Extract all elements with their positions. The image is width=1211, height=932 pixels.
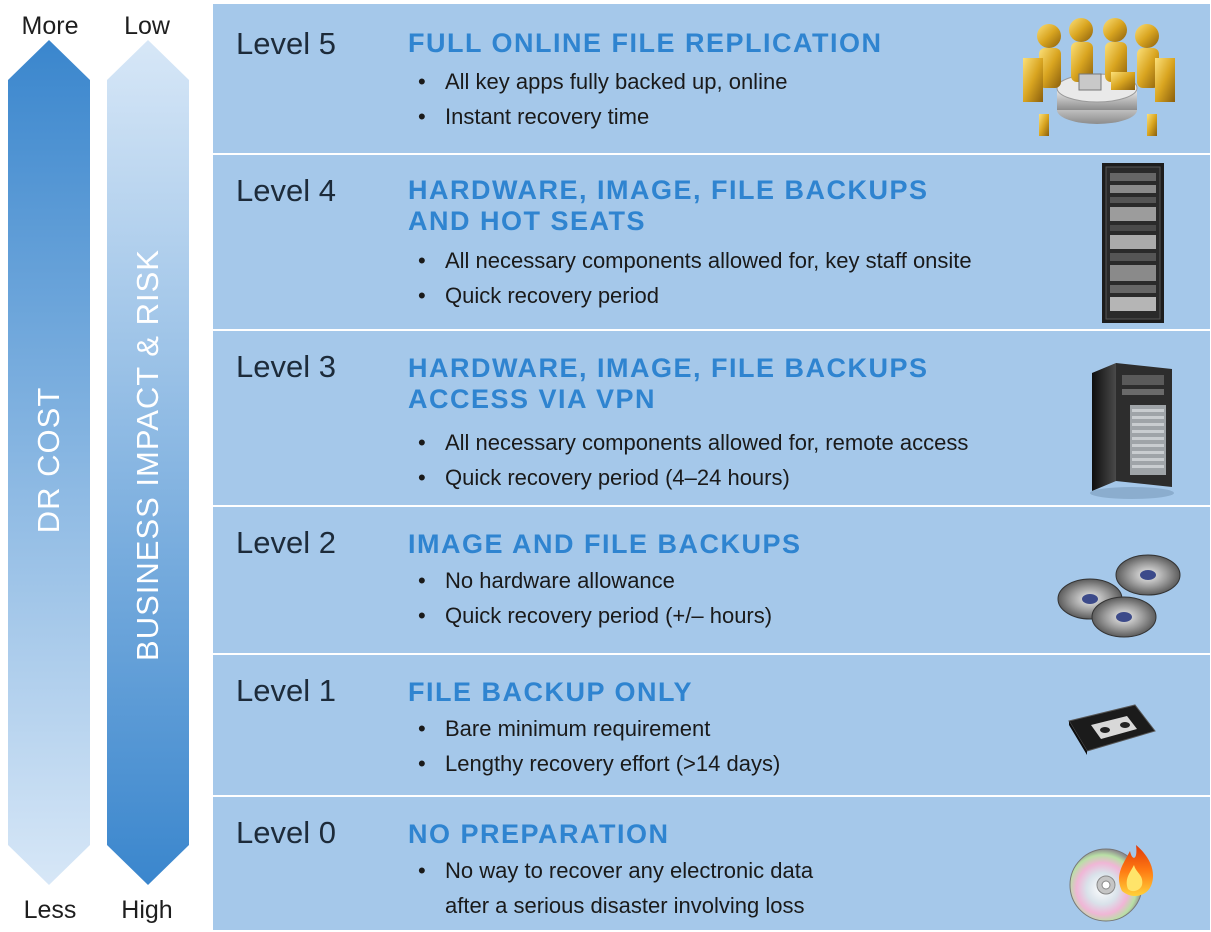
server-rack-icon [1102, 163, 1164, 323]
business-risk-label: BUSINESS IMPACT & RISK [130, 249, 165, 661]
divider [213, 795, 1210, 797]
level-1-title: FILE BACKUP ONLY [408, 677, 694, 707]
list-item: No way to recover any electronic data [418, 853, 813, 888]
level-4-label: Level 4 [236, 173, 336, 208]
list-item: Quick recovery period (+/– hours) [418, 598, 772, 633]
level-4-row: Level 4 HARDWARE, IMAGE, FILE BACKUPS AN… [213, 155, 1210, 329]
list-item: Lengthy recovery effort (>14 days) [418, 746, 780, 781]
level-2-bullets: No hardware allowance Quick recovery per… [418, 563, 772, 633]
list-item: All necessary components allowed for, re… [418, 425, 968, 460]
divider [213, 653, 1210, 655]
level-3-label: Level 3 [236, 349, 336, 384]
divider [213, 505, 1210, 507]
level-5-bullets: All key apps fully backed up, online Ins… [418, 64, 787, 134]
business-risk-arrow [107, 40, 189, 885]
level-2-row: Level 2 IMAGE AND FILE BACKUPS No hardwa… [213, 507, 1210, 653]
list-item: Quick recovery period (4–24 hours) [418, 460, 968, 495]
level-4-bullets: All necessary components allowed for, ke… [418, 243, 972, 313]
level-5-title: FULL ONLINE FILE REPLICATION [408, 28, 883, 58]
list-item: Quick recovery period [418, 278, 972, 313]
list-item: after a serious disaster involving loss [445, 893, 805, 918]
level-3-title: HARDWARE, IMAGE, FILE BACKUPS ACCESS VIA… [408, 353, 929, 414]
level-0-label: Level 0 [236, 815, 336, 850]
level-0-title: NO PREPARATION [408, 819, 670, 849]
level-1-row: Level 1 FILE BACKUP ONLY Bare minimum re… [213, 655, 1210, 795]
divider [213, 329, 1210, 331]
tape-cassette-icon [1068, 704, 1156, 755]
list-item: All necessary components allowed for, ke… [418, 243, 972, 278]
list-item: Instant recovery time [418, 99, 787, 134]
list-item: No hardware allowance [418, 563, 772, 598]
list-item: All key apps fully backed up, online [418, 64, 787, 99]
dr-cost-label: DR COST [31, 386, 66, 534]
level-3-row: Level 3 HARDWARE, IMAGE, FILE BACKUPS AC… [213, 331, 1210, 505]
level-0-bullets: No way to recover any electronic data af… [418, 853, 813, 923]
team-meeting-icon [1023, 18, 1175, 136]
cost-top-label: More [21, 12, 79, 40]
level-5-label: Level 5 [236, 26, 336, 61]
level-4-title: HARDWARE, IMAGE, FILE BACKUPS AND HOT SE… [408, 175, 929, 236]
cost-bottom-label: Less [23, 896, 77, 924]
level-5-row: Level 5 FULL ONLINE FILE REPLICATION All… [213, 4, 1210, 153]
level-2-title: IMAGE AND FILE BACKUPS [408, 529, 802, 559]
level-3-bullets: All necessary components allowed for, re… [418, 425, 968, 495]
risk-bottom-label: High [121, 896, 173, 924]
dr-cost-arrow [8, 40, 90, 885]
level-1-bullets: Bare minimum requirement Lengthy recover… [418, 711, 780, 781]
burning-disc-icon [1069, 845, 1154, 922]
list-item: Bare minimum requirement [418, 711, 780, 746]
level-1-label: Level 1 [236, 673, 336, 708]
discs-icon [1057, 554, 1181, 638]
risk-top-label: Low [124, 12, 170, 40]
divider [213, 153, 1210, 155]
level-0-row: Level 0 NO PREPARATION No way to recover… [213, 797, 1210, 930]
level-2-label: Level 2 [236, 525, 336, 560]
levels-panel: Level 5 FULL ONLINE FILE REPLICATION All… [213, 4, 1210, 930]
server-tower-icon [1090, 363, 1174, 499]
